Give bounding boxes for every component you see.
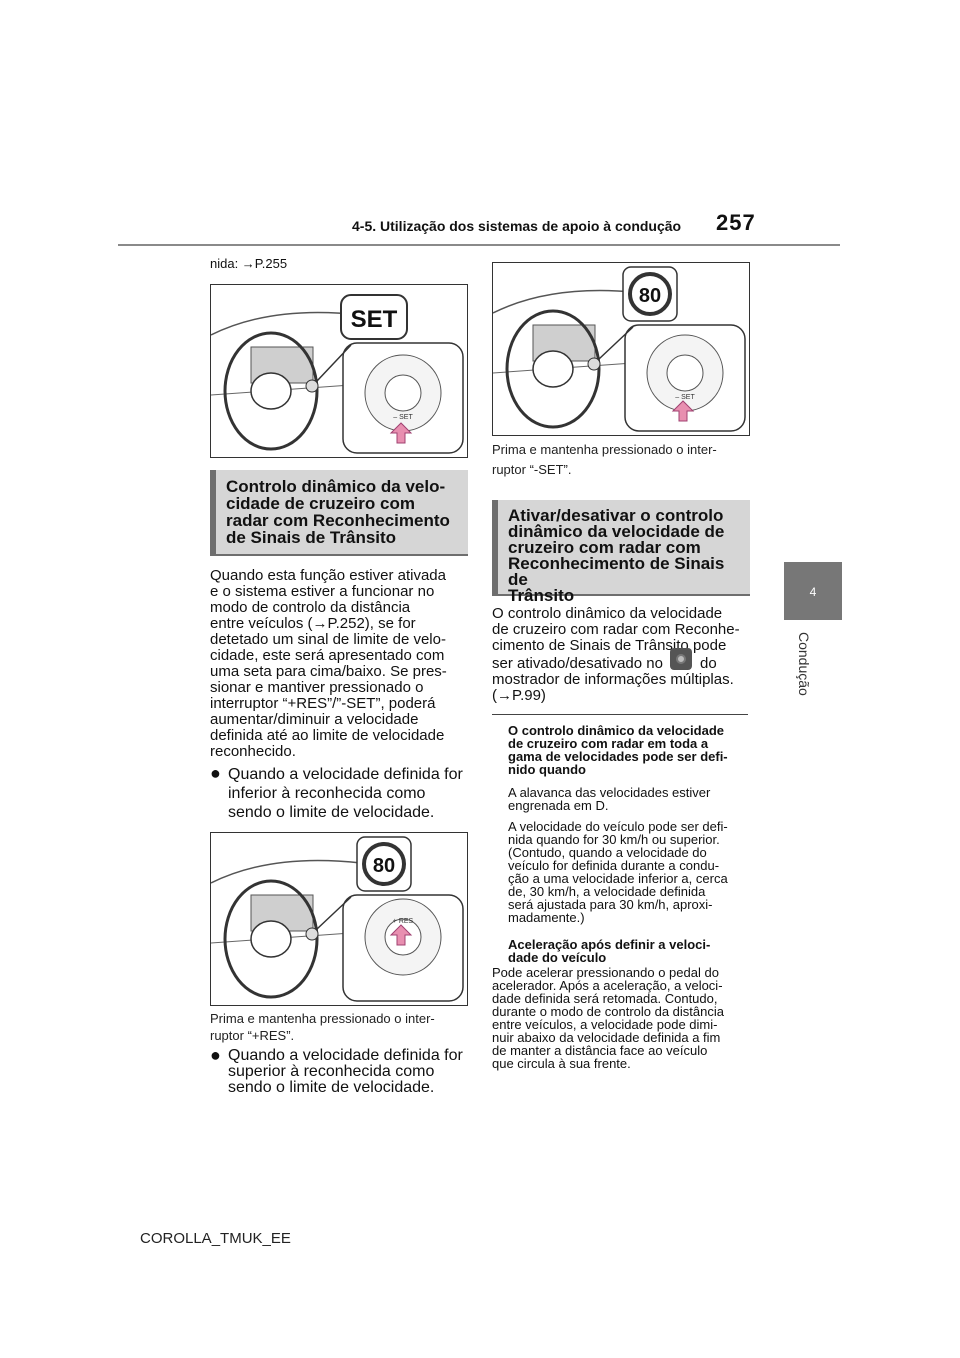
note-divider	[492, 714, 748, 715]
paragraph-enable-c: mostrador de informações múltiplas. (→P.…	[492, 671, 734, 704]
switch-label: – SET	[675, 394, 695, 401]
chapter-tab	[784, 562, 842, 620]
up-arrow-icon	[389, 422, 413, 444]
note-heading-full-range: O controlo dinâmico da velocidade de cru…	[508, 723, 728, 777]
figure-set-minus-switch: 80 – SET	[492, 262, 750, 436]
switch-label: + RES	[393, 918, 414, 925]
speed-limit-value: 80	[639, 285, 661, 307]
steering-wheel-illustration: SET – SET	[210, 294, 464, 454]
page-reference: nida: →P.255	[210, 256, 288, 271]
paragraph-enable-b1: ser ativado/desativado no	[492, 655, 663, 672]
set-label: SET	[351, 306, 398, 333]
chapter-label: Condução	[796, 632, 812, 696]
footer-code: COROLLA_TMUK_EE	[140, 1230, 291, 1247]
steering-wheel-illustration: 80 + RES	[210, 836, 464, 1002]
speed-limit-value: 80	[373, 855, 395, 877]
page-number: 257	[716, 210, 756, 235]
note-text-acceleration: Pode acelerar pressionando o pedal do ac…	[492, 965, 724, 1071]
section-heading-enable-disable: Ativar/desativar o controlo dinâmico da …	[492, 500, 750, 604]
section-heading-tsr-cruise: Controlo dinâmico da velo- cidade de cru…	[210, 470, 468, 556]
figure-set-switch: SET – SET	[210, 284, 468, 458]
speed-sign-icon	[362, 842, 406, 886]
speed-sign-icon	[628, 272, 672, 316]
up-arrow-icon	[389, 924, 413, 946]
caption-res: Prima e mantenha pressionado o inter- ru…	[210, 1011, 435, 1043]
bullet-dot: ●	[210, 763, 221, 783]
note-text-speed-setting: A velocidade do veículo pode ser defi- n…	[508, 819, 728, 925]
note-text-gear: A alavanca das velocidades estiver engre…	[508, 785, 711, 813]
note-heading-acceleration: Aceleração após definir a veloci- dade d…	[508, 937, 711, 965]
paragraph-enable-a: O controlo dinâmico da velocidade de cru…	[492, 605, 740, 654]
chapter-number: 4	[809, 585, 817, 599]
steering-wheel-illustration: 80 – SET	[492, 266, 746, 432]
bullet-higher-speed: Quando a velocidade definida for superio…	[228, 1047, 463, 1096]
caption-set: Prima e mantenha pressionado o inter- ru…	[492, 442, 717, 477]
header-divider	[118, 244, 840, 246]
section-title: 4-5. Utilização dos sistemas de apoio à …	[352, 218, 682, 234]
bullet-lower-speed: Quando a velocidade definida for inferio…	[228, 766, 463, 821]
up-arrow-icon	[671, 400, 695, 422]
paragraph-tsr-description: Quando esta função estiver ativada e o s…	[210, 567, 447, 760]
bullet-dot: ●	[210, 1045, 221, 1065]
gear-icon	[670, 648, 692, 670]
paragraph-enable-b2: do	[700, 655, 717, 672]
switch-label: – SET	[393, 414, 413, 421]
figure-res-switch: 80 + RES	[210, 832, 468, 1006]
